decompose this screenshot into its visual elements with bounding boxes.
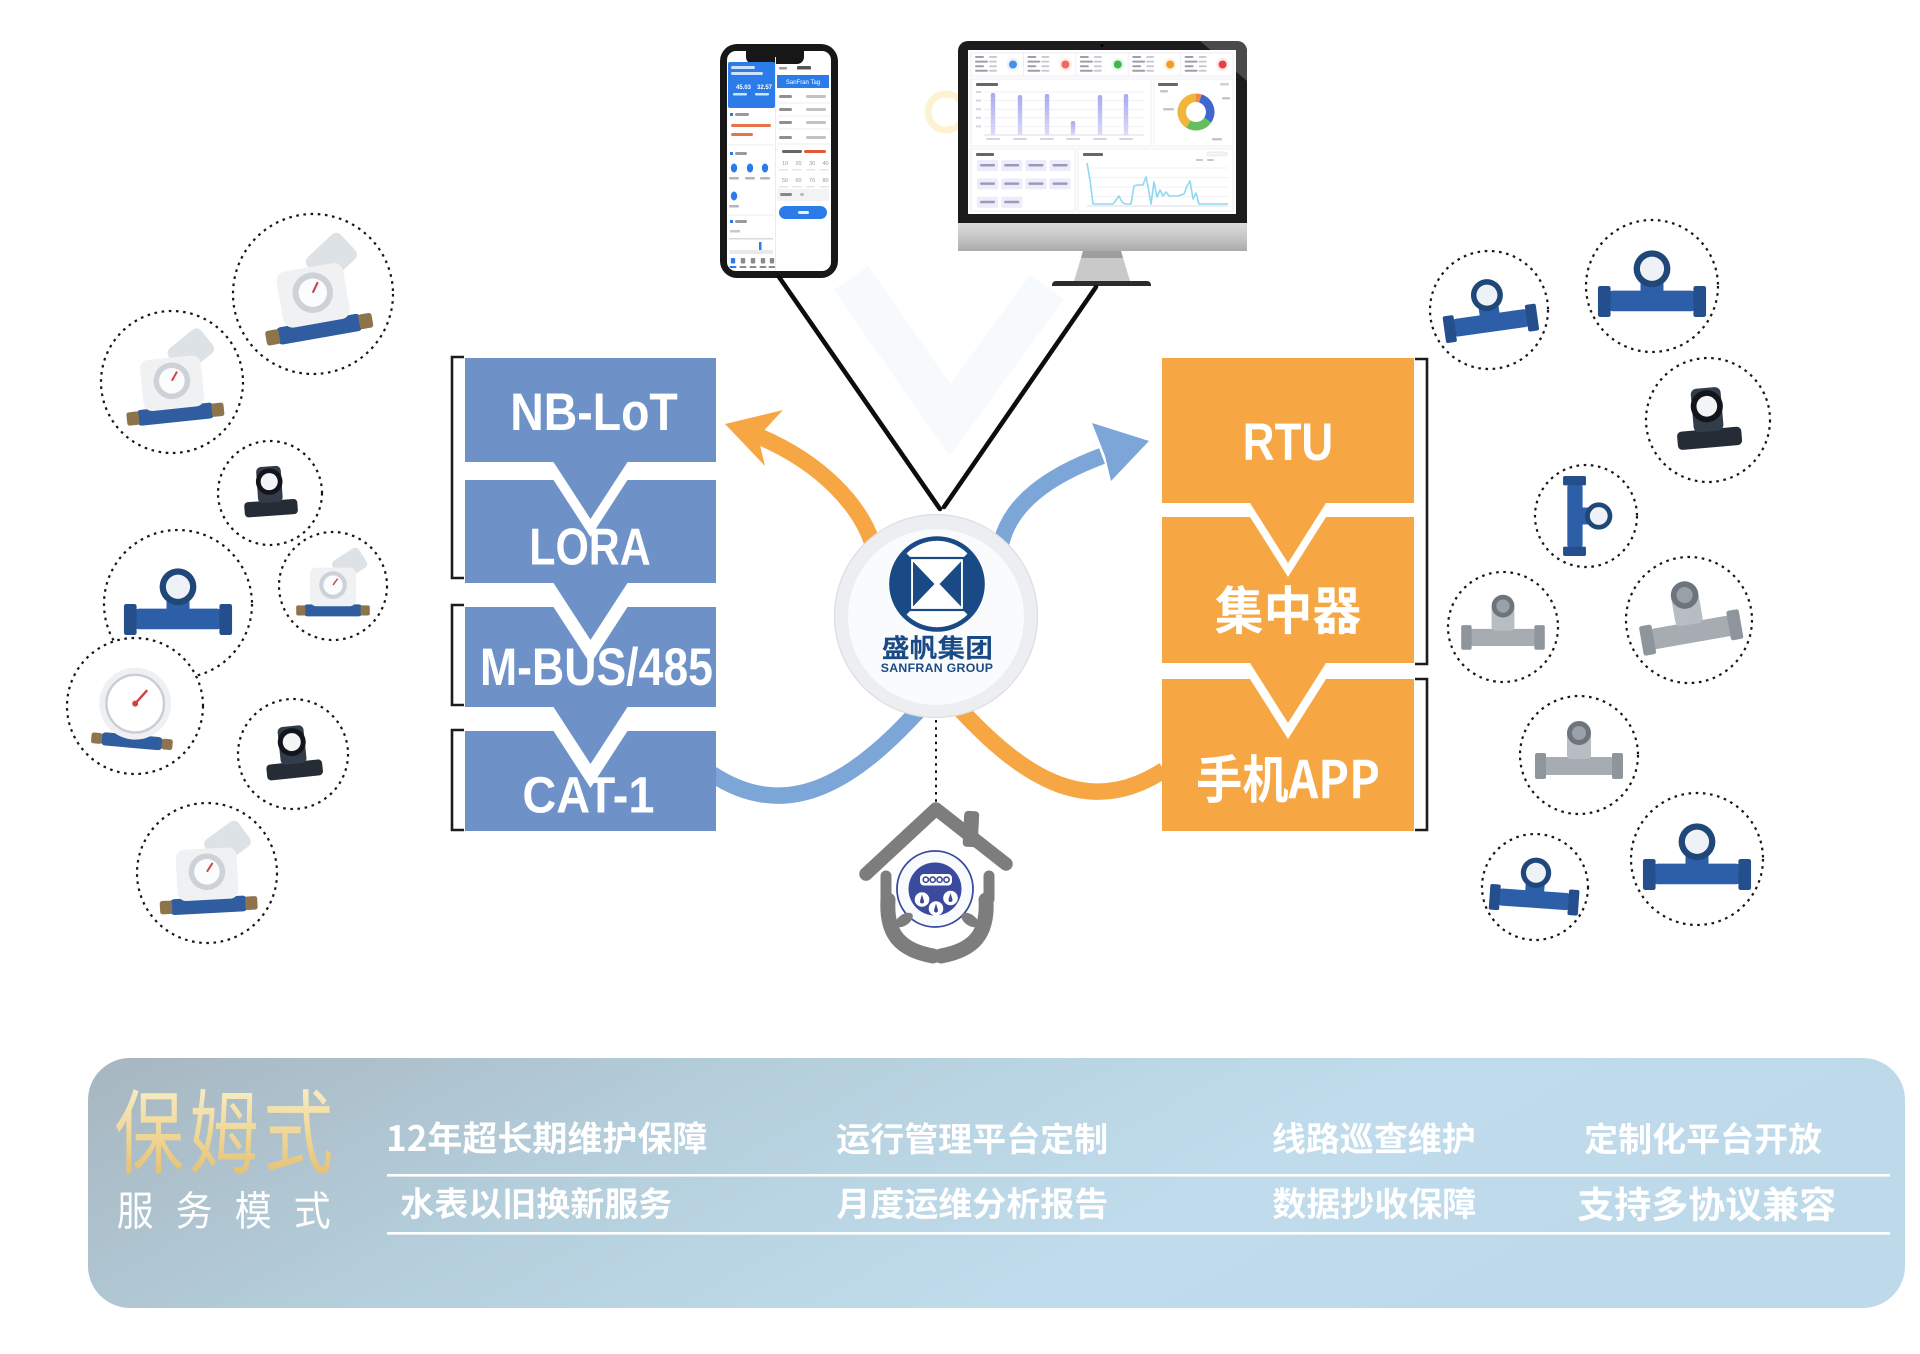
svg-text:CAT-1: CAT-1 [522, 767, 654, 823]
svg-text:10: 10 [782, 161, 788, 167]
svg-text:40: 40 [822, 161, 828, 167]
svg-text:SanFran Tag: SanFran Tag [786, 80, 820, 86]
svg-text:70: 70 [809, 178, 815, 184]
svg-text:80: 80 [822, 178, 828, 184]
svg-text:LORA: LORA [529, 519, 651, 577]
svg-text:50: 50 [782, 178, 788, 184]
svg-text:60: 60 [795, 178, 801, 184]
svg-text:M-BUS/485: M-BUS/485 [480, 638, 713, 696]
svg-text:RTU: RTU [1243, 413, 1333, 472]
svg-text:SANFRAN GROUP: SANFRAN GROUP [881, 661, 994, 675]
svg-text:20: 20 [795, 161, 801, 167]
svg-text:32.57: 32.57 [757, 85, 773, 91]
svg-text:45.03: 45.03 [736, 85, 752, 91]
svg-text:30: 30 [809, 161, 815, 167]
svg-text:NB-LoT: NB-LoT [510, 382, 677, 441]
